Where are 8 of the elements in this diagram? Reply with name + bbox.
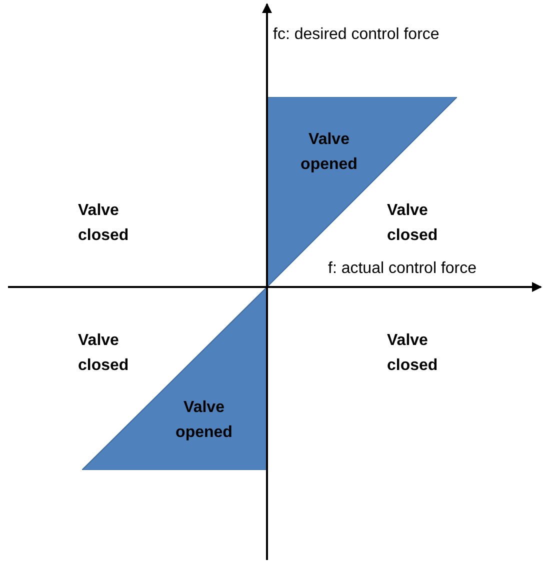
region-label: Valve opened <box>300 130 358 175</box>
region-label: Valve opened <box>174 398 234 443</box>
axis-label: f: actual control force <box>328 259 477 279</box>
region-label: Valve closed <box>78 201 130 246</box>
region-label: Valve closed <box>78 331 130 376</box>
region-label: Valve closed <box>387 331 439 376</box>
axis-label: fc: desired control force <box>273 25 440 45</box>
region-label: Valve closed <box>387 201 439 246</box>
